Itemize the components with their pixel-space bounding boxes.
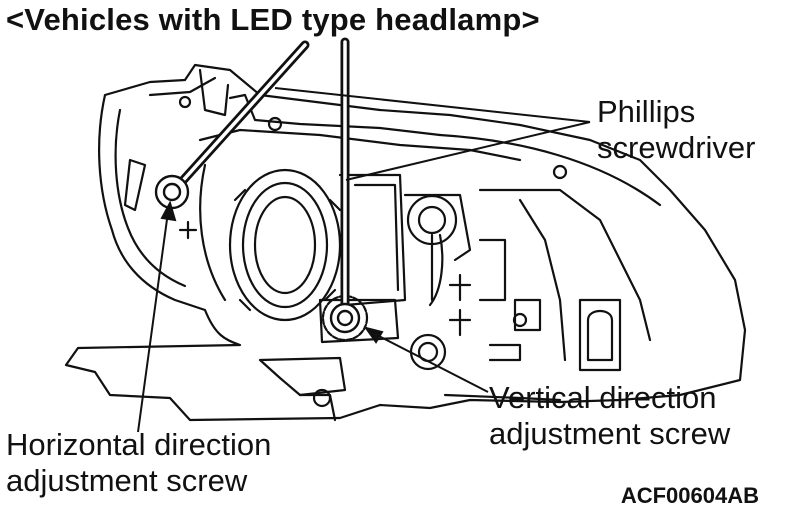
projector-lens bbox=[228, 168, 342, 322]
vertical-adjustment-screw-label: Vertical direction adjustment screw bbox=[489, 380, 730, 452]
horizontal-adjustment-screw-label: Horizontal direction adjustment screw bbox=[6, 427, 271, 499]
label-line: adjustment screw bbox=[489, 416, 731, 451]
label-line: Phillips bbox=[597, 94, 696, 129]
figure-code: ACF00604AB bbox=[620, 483, 759, 508]
label-line: adjustment screw bbox=[6, 463, 248, 498]
label-line: Horizontal direction bbox=[6, 427, 272, 462]
bulb-socket-lower bbox=[409, 333, 447, 371]
phillips-screwdriver-label: Phillips screwdriver bbox=[597, 94, 755, 166]
label-line: screwdriver bbox=[597, 130, 756, 165]
page-title: <Vehicles with LED type headlamp> bbox=[6, 2, 540, 37]
headlamp-housing bbox=[64, 63, 747, 422]
label-line: Vertical direction bbox=[489, 380, 717, 415]
